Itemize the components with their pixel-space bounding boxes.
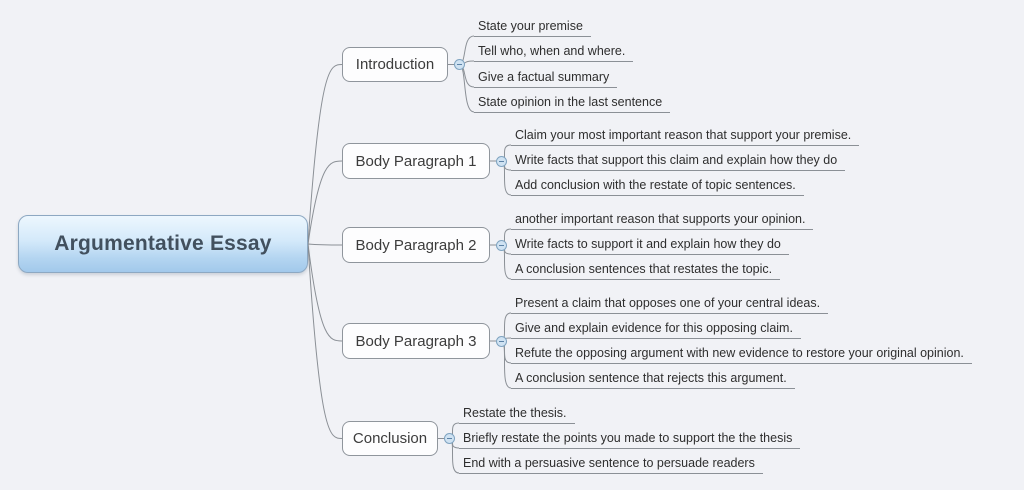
topic-node[interactable]: Body Paragraph 3: [342, 323, 490, 359]
topic-node-label: Body Paragraph 1: [355, 152, 477, 170]
collapse-toggle[interactable]: [495, 335, 507, 347]
subtopic-item[interactable]: Tell who, when and where.: [474, 44, 634, 62]
topic-node[interactable]: Conclusion: [342, 421, 438, 456]
subtopic-item[interactable]: Write facts that support this claim and …: [511, 153, 846, 171]
subtopic-item[interactable]: Refute the opposing argument with new ev…: [511, 346, 972, 364]
topic-node[interactable]: Body Paragraph 2: [342, 227, 490, 263]
subtopic-item[interactable]: Briefly restate the points you made to s…: [459, 431, 801, 449]
subtopic-item[interactable]: Claim your most important reason that su…: [511, 128, 860, 146]
topic-node[interactable]: Introduction: [342, 47, 448, 82]
subtopic-item[interactable]: Add conclusion with the restate of topic…: [511, 178, 804, 196]
topic-node[interactable]: Body Paragraph 1: [342, 143, 490, 179]
minus-icon: [498, 244, 504, 246]
subtopic-item[interactable]: State your premise: [474, 19, 591, 37]
minus-icon: [498, 160, 504, 162]
minus-icon: [446, 438, 452, 439]
collapse-toggle[interactable]: [443, 433, 455, 444]
subtopic-item[interactable]: State opinion in the last sentence: [474, 95, 671, 113]
topic-node-label: Body Paragraph 2: [355, 236, 477, 254]
minus-icon: [498, 340, 504, 342]
collapse-toggle[interactable]: [495, 155, 507, 167]
subtopic-item[interactable]: Write facts to support it and explain ho…: [511, 237, 789, 255]
minus-icon: [456, 64, 462, 65]
subtopic-item[interactable]: Restate the thesis.: [459, 406, 575, 424]
collapse-toggle[interactable]: [453, 59, 465, 70]
topic-node-label: Conclusion: [352, 430, 428, 447]
subtopic-item[interactable]: Give a factual summary: [474, 70, 618, 88]
collapse-toggle[interactable]: [495, 239, 507, 251]
subtopic-item[interactable]: End with a persuasive sentence to persua…: [459, 456, 763, 474]
subtopic-item[interactable]: A conclusion sentence that rejects this …: [511, 371, 795, 389]
subtopic-item[interactable]: Give and explain evidence for this oppos…: [511, 321, 801, 339]
subtopic-item[interactable]: another important reason that supports y…: [511, 212, 814, 230]
subtopic-item[interactable]: Present a claim that opposes one of your…: [511, 296, 829, 314]
topic-node-label: Introduction: [355, 56, 435, 73]
topic-node-label: Body Paragraph 3: [355, 332, 477, 350]
root-topic-label: Argumentative Essay: [54, 232, 272, 255]
subtopic-item[interactable]: A conclusion sentences that restates the…: [511, 262, 781, 280]
root-topic[interactable]: Argumentative Essay: [18, 215, 308, 273]
